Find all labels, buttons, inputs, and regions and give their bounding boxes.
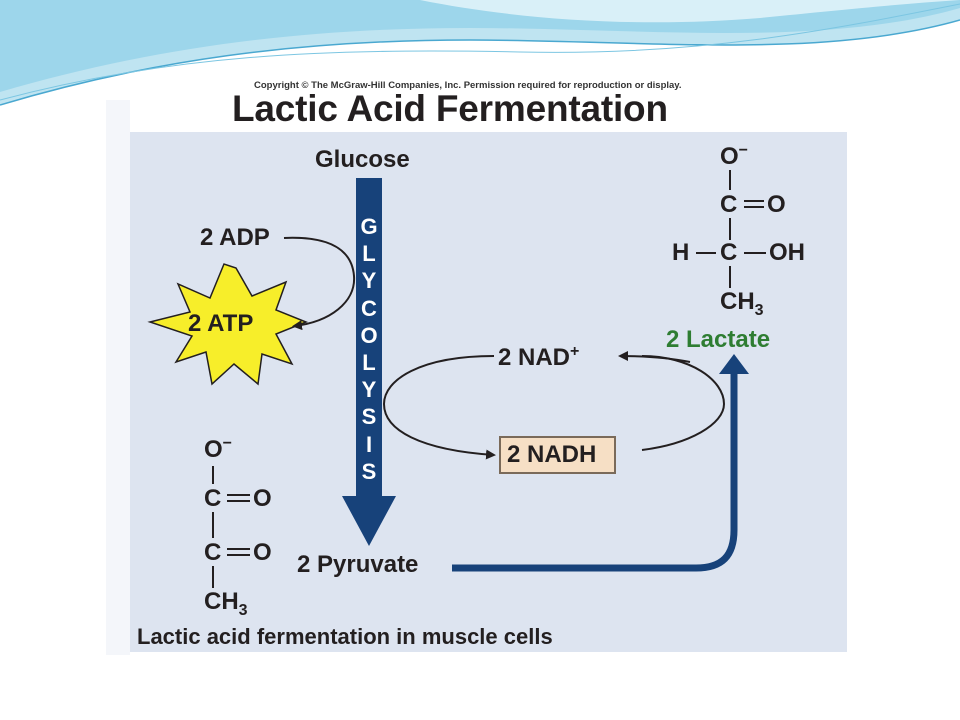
lactate-carbon-1: C	[720, 191, 738, 218]
lactate-carbon-2: C	[720, 239, 738, 266]
pyruvate-o-minus: O−	[204, 435, 233, 463]
pyruvate-methyl: CH3	[204, 588, 248, 619]
glycolysis-letter: Y	[361, 268, 377, 294]
lactate-oxygen-1: O	[767, 191, 786, 218]
nadh-to-nad-arrow	[641, 355, 726, 451]
glycolysis-letter: I	[365, 431, 373, 457]
lactate-arrowhead	[719, 354, 749, 374]
pyruvate-bonds	[212, 466, 250, 588]
nad-return-arrow	[618, 351, 691, 363]
lactate-hydrogen: H	[672, 239, 690, 266]
lactate-bonds	[696, 170, 766, 288]
nad-plus-label: 2 NAD+	[498, 343, 580, 371]
slide-header-swoosh	[0, 0, 960, 106]
adp-label: 2 ADP	[200, 224, 270, 251]
pyruvate-to-lactate-arrow	[452, 372, 738, 572]
lactate-o-minus: O−	[720, 142, 749, 170]
pyruvate-oxygen-2: O	[253, 539, 272, 566]
glycolysis-letter: O	[360, 322, 378, 348]
glycolysis-letter: Y	[361, 377, 377, 403]
pyruvate-carbon-2: C	[204, 539, 222, 566]
lactate-methyl: CH3	[720, 288, 764, 319]
glycolysis-letter: C	[361, 295, 377, 321]
glycolysis-letter: L	[362, 350, 376, 375]
glucose-label: Glucose	[315, 146, 410, 173]
pyruvate-label: 2 Pyruvate	[297, 551, 419, 578]
lactate-label: 2 Lactate	[666, 326, 771, 353]
nadh-label: 2 NADH	[507, 441, 597, 468]
glycolysis-letter: S	[361, 404, 377, 430]
glycolysis-letter: L	[362, 241, 376, 267]
pyruvate-carbon-1: C	[204, 485, 222, 512]
lactate-hydroxyl: OH	[769, 239, 805, 266]
adp-to-atp-arrow	[283, 236, 356, 331]
copyright-notice: Copyright © The McGraw-Hill Companies, I…	[254, 80, 682, 91]
figure-title: Lactic Acid Fermentation	[232, 88, 668, 129]
glycolysis-letter: G	[360, 214, 378, 239]
atp-starburst	[147, 263, 309, 386]
atp-label: 2 ATP	[188, 310, 254, 337]
glycolysis-letter: S	[361, 458, 377, 484]
glycolysis-arrow	[342, 178, 396, 546]
nad-to-nadh-arrow	[382, 355, 496, 460]
pyruvate-oxygen-1: O	[253, 485, 272, 512]
figure-caption: Lactic acid fermentation in muscle cells	[137, 624, 553, 649]
nadh-box	[499, 436, 616, 474]
figure-margin	[106, 100, 130, 655]
